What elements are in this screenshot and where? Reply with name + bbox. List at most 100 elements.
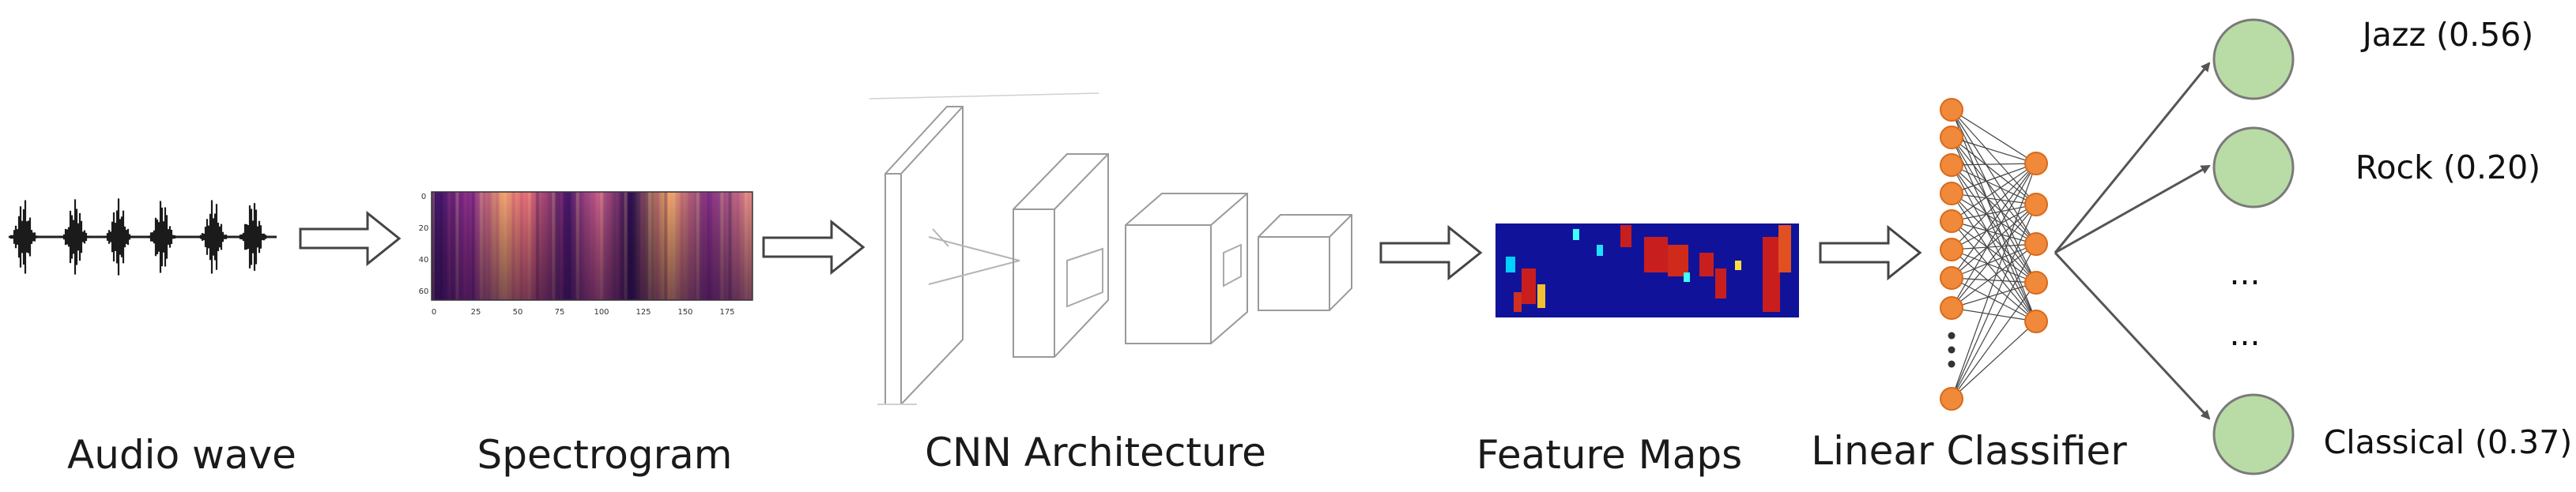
neuron-ellipsis-dot xyxy=(1948,346,1956,354)
network-edge xyxy=(1951,193,2037,245)
output-neuron-column xyxy=(2024,152,2048,333)
network-edge xyxy=(1951,220,2037,322)
network-edge xyxy=(1951,204,2037,400)
network-edge xyxy=(1951,137,2037,245)
network-edge xyxy=(1951,220,2037,245)
feature-activation xyxy=(1668,245,1688,276)
neuron-ellipsis xyxy=(1948,332,1956,368)
network-edge xyxy=(1951,137,2037,164)
feature-activation xyxy=(1699,253,1714,276)
feature-activation xyxy=(1735,261,1741,270)
feature-activation xyxy=(1506,257,1515,272)
feature-activation xyxy=(1573,229,1579,240)
network-connections xyxy=(1951,109,2037,400)
output-node-jazz xyxy=(2212,18,2295,100)
input-neuron-column xyxy=(1940,98,1963,411)
feature-activation xyxy=(1537,284,1545,308)
network-edge xyxy=(1951,243,2037,279)
feature-activation xyxy=(1715,269,1726,299)
input-neuron xyxy=(1940,153,1963,177)
network-edge xyxy=(1951,163,2037,400)
network-edge xyxy=(1951,243,2037,400)
network-edge xyxy=(1951,163,2037,222)
network-edge xyxy=(1951,282,2037,400)
network-edge xyxy=(1951,163,2037,309)
network-edge xyxy=(1951,109,2037,205)
ellipsis-1: ... xyxy=(2229,254,2260,292)
output-neuron xyxy=(2024,271,2048,295)
stage-label-audio-wave: Audio wave xyxy=(67,432,296,478)
spectrogram-x-tick: 125 xyxy=(636,308,651,317)
pipeline-arrow-2 xyxy=(762,219,866,276)
network-edge xyxy=(1951,137,2037,284)
output-arrows xyxy=(2054,62,2211,420)
waveform-bursts xyxy=(8,198,269,276)
input-neuron xyxy=(1940,387,1963,411)
spectrogram-x-tick: 50 xyxy=(513,308,523,317)
network-edge xyxy=(1951,249,2037,322)
input-neuron xyxy=(1940,182,1963,205)
output-node-rock xyxy=(2212,126,2295,208)
network-edge xyxy=(1951,164,2037,205)
output-neuron xyxy=(2024,232,2048,256)
cnn-architecture-drawing xyxy=(869,92,1352,405)
feature-activation xyxy=(1514,292,1522,312)
network-edge xyxy=(1951,164,2037,284)
network-edge xyxy=(1951,243,2037,250)
spectrogram-y-tick: 40 xyxy=(419,256,429,265)
network-edge xyxy=(1951,307,2037,322)
pipeline-arrow-4 xyxy=(1819,224,1922,281)
feature-activation xyxy=(1763,237,1780,312)
input-neuron xyxy=(1940,266,1963,290)
stage-label-feature-maps: Feature Maps xyxy=(1477,432,1742,478)
network-edge xyxy=(1951,249,2037,284)
network-edge xyxy=(1951,204,2037,250)
network-edge xyxy=(1951,163,2037,250)
feature-map-activations xyxy=(1506,225,1791,312)
arrow-to-classical xyxy=(2054,251,2211,420)
network-edge xyxy=(1951,204,2037,279)
feature-activation xyxy=(1684,272,1690,282)
spectrogram-x-tick: 25 xyxy=(471,308,481,317)
spectrogram-x-tick: 175 xyxy=(719,308,734,317)
network-edge xyxy=(1951,164,2037,322)
feature-activation xyxy=(1644,237,1668,272)
input-neuron xyxy=(1940,126,1963,149)
spectrogram-x-tick: 100 xyxy=(594,308,609,317)
feature-maps-image xyxy=(1495,222,1799,317)
pipeline-arrow-3 xyxy=(1379,224,1483,281)
network-edge xyxy=(1951,163,2037,166)
network-edge xyxy=(1951,193,2037,284)
waveform-burst xyxy=(237,203,269,271)
spectrogram-x-tick: 150 xyxy=(677,308,692,317)
network-edge xyxy=(1951,277,2037,322)
waveform-burst xyxy=(8,200,40,274)
input-neuron xyxy=(1940,209,1963,233)
waveform-burst xyxy=(146,201,178,273)
output-neuron xyxy=(2024,193,2048,216)
network-edge xyxy=(1951,204,2037,309)
network-edge xyxy=(1951,243,2037,309)
feature-activation xyxy=(1620,225,1631,247)
input-neuron xyxy=(1940,98,1963,122)
network-edge xyxy=(1951,193,2037,322)
network-edge xyxy=(1951,220,2037,284)
pipeline-arrow-1 xyxy=(299,210,402,267)
arrow-to-rock xyxy=(2054,164,2211,254)
waveform-burst xyxy=(103,198,134,276)
network-edge xyxy=(1951,204,2037,222)
input-neuron xyxy=(1940,238,1963,261)
waveform-burst xyxy=(59,199,91,275)
network-edge xyxy=(1951,282,2037,309)
class-label-classical: Classical (0.37) xyxy=(2324,423,2573,461)
network-edge xyxy=(1951,109,2037,284)
neuron-ellipsis-dot xyxy=(1948,360,1956,368)
output-class-nodes xyxy=(2212,18,2295,475)
audio-waveform xyxy=(8,198,277,276)
class-label-jazz: Jazz (0.56) xyxy=(2360,16,2534,54)
network-edge xyxy=(1951,163,2037,279)
spectrogram-y-tick: 20 xyxy=(419,224,429,233)
